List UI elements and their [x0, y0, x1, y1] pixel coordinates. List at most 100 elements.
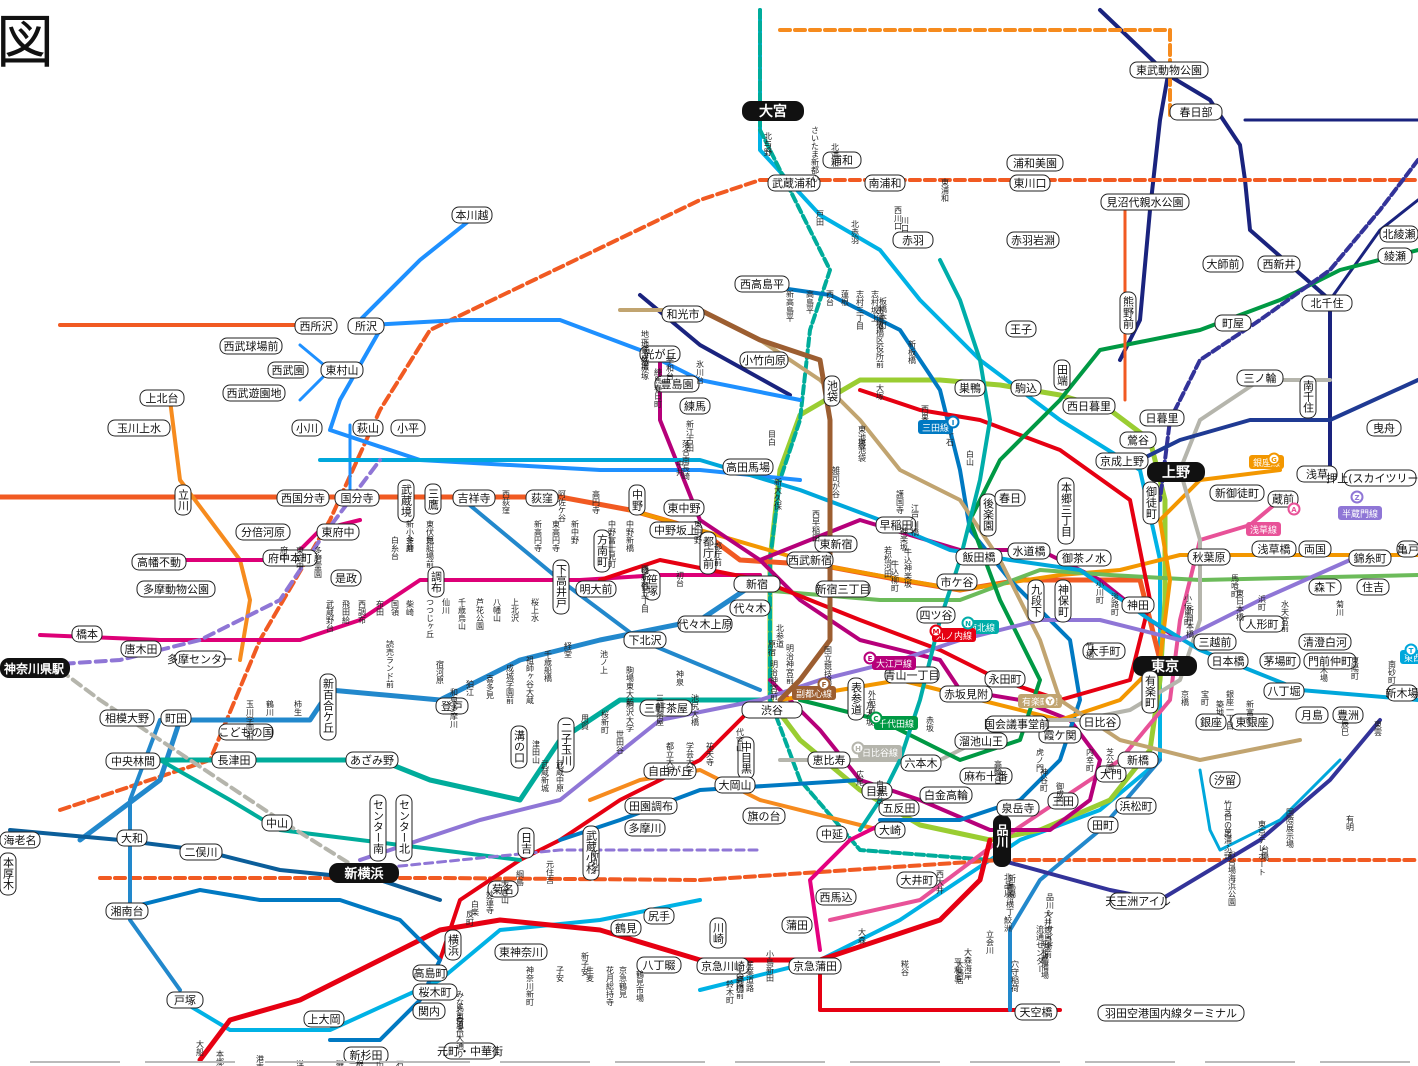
small-station-kagurazaka[interactable]: 神楽坂	[900, 526, 909, 552]
small-station-asagaya[interactable]: 阿佐ケ谷	[558, 490, 567, 523]
station-kasukabe[interactable]: 春日部	[1169, 103, 1223, 121]
station-kichijoji[interactable]: 吉祥寺	[452, 489, 496, 507]
station-musashi-kosugi[interactable]: 武蔵小杉	[582, 825, 600, 881]
small-station-shin-tomicho[interactable]: 新富町	[1246, 699, 1255, 724]
station-hikifune[interactable]: 曳舟	[1366, 419, 1402, 437]
small-station-kiba[interactable]: 木場	[1320, 665, 1329, 683]
small-station-higashi-nihonbashi[interactable]: 東日本橋	[1236, 588, 1245, 622]
small-station-hasune[interactable]: 蓮根	[841, 289, 850, 307]
small-station-tobitakyu[interactable]: 飛田給	[342, 600, 351, 625]
small-station-shin-takashimadaira[interactable]: 新高島平	[786, 289, 795, 323]
small-station-kakio[interactable]: 柿生	[294, 699, 303, 716]
station-akabane[interactable]: 赤羽	[892, 231, 934, 249]
small-station-konandai[interactable]: 港南台	[256, 1054, 265, 1066]
small-station-kojima-shinden[interactable]: 小島新田	[766, 950, 775, 983]
small-station-kita-akabane[interactable]: 北赤羽	[851, 220, 860, 244]
small-station-kyobashi[interactable]: 京橋	[1181, 689, 1190, 707]
station-ningyocho[interactable]: 人形町	[1239, 615, 1285, 633]
station-kasuga[interactable]: 春日	[994, 489, 1026, 507]
small-station-kawaguchi[interactable]: 川口	[901, 216, 910, 232]
station-tsukishima[interactable]: 月島	[1295, 706, 1329, 724]
station-karakida[interactable]: 唐木田	[120, 640, 162, 658]
station-keisei-ueno[interactable]: 京成上野	[1095, 452, 1149, 470]
station-yoyogi-uehara[interactable]: 代々木上原	[677, 615, 733, 633]
small-station-ochiai-minami[interactable]: 落合南長崎	[682, 439, 691, 480]
station-takadanobaba[interactable]: 高田馬場	[722, 458, 774, 476]
station-urawa[interactable]: 浦和	[822, 151, 862, 169]
station-nerima[interactable]: 練馬	[679, 397, 711, 415]
small-station-higashi-fuchu-s[interactable]: 東府中	[296, 545, 305, 571]
station-higashi-shinjuku[interactable]: 東新宿	[814, 535, 858, 553]
station-futamatagawa[interactable]: 二俣川	[179, 843, 223, 861]
station-tama-center[interactable]: 多摩センター	[167, 650, 233, 668]
station-nishi-arai[interactable]: 西新井	[1257, 255, 1301, 273]
small-station-shirokanedai[interactable]: 白金台	[876, 779, 885, 805]
small-station-harajuku[interactable]: 原宿	[768, 640, 777, 657]
small-station-sakurajosui[interactable]: 桜上水	[531, 597, 540, 622]
station-yamato[interactable]: 大和	[116, 829, 148, 847]
station-shin-yurigaoka[interactable]: 新百合ケ丘	[319, 673, 337, 741]
small-station-takanawa[interactable]: 高輪台	[994, 759, 1003, 785]
small-station-edogawabashi[interactable]: 江戸川橋	[911, 504, 920, 537]
station-seibuen[interactable]: 西武園	[267, 361, 309, 379]
station-mita[interactable]: 三田	[1047, 792, 1079, 810]
small-station-meiji-jingu[interactable]: 明治神宮前	[770, 660, 779, 701]
small-station-bakuro[interactable]: 馬喰町	[1231, 574, 1240, 598]
small-station-nishi-ogikubo[interactable]: 西荻窪	[502, 490, 511, 515]
station-higashi-kawaguchi[interactable]: 東川口	[1009, 174, 1051, 192]
station-hashimoto[interactable]: 橋本	[71, 625, 103, 643]
station-sagami-ono[interactable]: 相模大野	[99, 709, 155, 727]
small-station-shimura-sanchome[interactable]: 志村三丁目	[856, 289, 865, 331]
small-station-nishi-waseda[interactable]: 西早稲田	[812, 510, 821, 543]
small-station-koenji[interactable]: 高円寺	[592, 489, 601, 514]
station-minami-urawa[interactable]: 南浦和	[864, 174, 906, 192]
small-station-takeshiba[interactable]: 竹芝	[1224, 799, 1233, 817]
station-shonandai[interactable]: 湘南台	[105, 902, 149, 920]
small-station-ikejiri[interactable]: 池尻大橋	[691, 693, 700, 727]
small-station-shin-nihonbashi[interactable]: 新日本橋	[1186, 605, 1195, 639]
small-station-otorii[interactable]: 大鳥居	[956, 959, 965, 985]
station-machida[interactable]: 町田	[160, 709, 192, 727]
small-station-yomiuri[interactable]: 読売ランド前	[386, 639, 395, 689]
small-station-higashi-ikebukuro-s[interactable]: 東池袋	[858, 437, 867, 463]
station-kotake[interactable]: 小竹向原	[739, 351, 789, 369]
station-tenkubashi[interactable]: 天空橋	[1014, 1003, 1058, 1021]
small-station-roka-koen[interactable]: 芦花公園	[476, 597, 485, 631]
station-akihabara[interactable]: 秋葉原	[1187, 548, 1231, 566]
small-station-shin-okubo[interactable]: 新大久保	[774, 477, 783, 511]
station-nagatsuta[interactable]: 長津田	[211, 751, 257, 769]
station-nishi-takashimadaira[interactable]: 西高島平	[734, 275, 790, 293]
station-okachimachi[interactable]: 御徒町	[1142, 481, 1160, 525]
hub-tokyo[interactable]: 東京	[1133, 656, 1197, 676]
small-station-suitengumae[interactable]: 水天宮前	[1281, 599, 1290, 633]
small-station-kojiya[interactable]: 糀谷	[901, 959, 910, 977]
small-station-tama-reien[interactable]: 多磨霊園	[314, 545, 323, 579]
station-sumiyoshi[interactable]: 住吉	[1356, 578, 1390, 596]
station-koremasa[interactable]: 是政	[330, 569, 362, 587]
small-station-heiwadai[interactable]: 平和台	[666, 356, 675, 381]
station-kamikitadai[interactable]: 上北台	[139, 389, 185, 407]
small-station-daiba[interactable]: 台場	[1261, 844, 1270, 862]
small-station-nihon-odori[interactable]: 日本大通り	[456, 1018, 465, 1058]
station-oji[interactable]: 王子	[1005, 320, 1037, 338]
station-seibuyuenchi[interactable]: 西武遊園地	[222, 384, 286, 402]
small-station-shin-nakano[interactable]: 新中野	[571, 519, 580, 544]
station-nishi-kokubunji[interactable]: 西国分寺	[276, 489, 330, 507]
station-shinjuku-sanchome[interactable]: 新宿三丁目	[815, 580, 871, 598]
station-kodomonokuni[interactable]: こどもの国	[218, 723, 274, 741]
small-station-tachiaigawa[interactable]: 立会川	[986, 929, 995, 954]
small-station-kitashinagawa[interactable]: 北品川	[1004, 873, 1013, 897]
station-oimachi[interactable]: 大井町	[896, 871, 938, 889]
small-station-keikyu-tsurumi[interactable]: 京急鶴見	[619, 965, 628, 999]
small-station-hinode[interactable]: 日の出	[1224, 813, 1233, 838]
station-nishitokorozawa[interactable]: 西所沢	[294, 317, 338, 335]
station-musashisakai[interactable]: 武蔵境	[397, 479, 415, 523]
small-station-kyodo[interactable]: 経堂	[564, 641, 573, 658]
small-station-kikukawa[interactable]: 菊川	[1336, 599, 1345, 616]
station-nihonbashi[interactable]: 日本橋	[1207, 652, 1249, 670]
station-tamagawa[interactable]: 多摩川	[624, 819, 666, 837]
station-kayabacho[interactable]: 茅場町	[1259, 652, 1301, 670]
station-shin-okachimachi[interactable]: 新御徒町	[1209, 484, 1265, 502]
station-keikyu-kamata[interactable]: 京急蒲田	[788, 957, 842, 975]
station-azabu-juban[interactable]: 麻布十番	[959, 767, 1013, 785]
